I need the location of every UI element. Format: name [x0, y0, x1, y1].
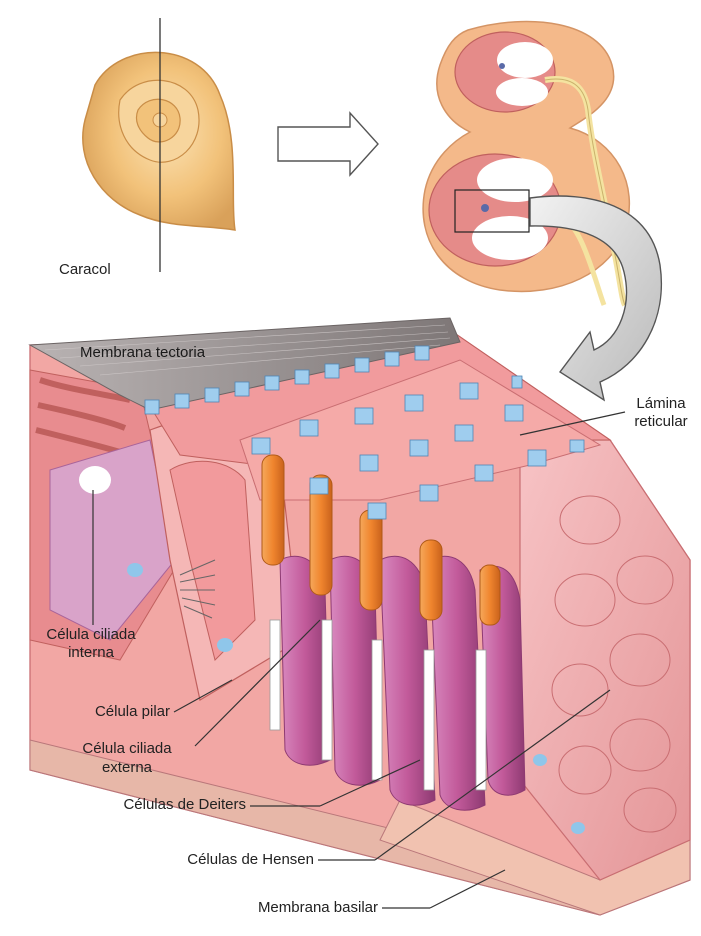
label-lamina-reticular-line1: Lámina	[628, 396, 694, 412]
label-caracol: Caracol	[59, 262, 111, 278]
caracol-illustration	[83, 52, 235, 230]
label-celula-ciliada-interna-line1: Célula ciliada	[16, 627, 166, 643]
cochlea-cross-section	[423, 21, 629, 305]
label-celula-pilar: Célula pilar	[20, 704, 170, 720]
label-lamina-reticular-line2: reticular	[623, 414, 699, 430]
label-celulas-deiters: Células de Deiters	[60, 797, 246, 813]
right-arrow-icon	[278, 113, 378, 175]
label-celula-ciliada-interna-line2: interna	[16, 645, 166, 661]
label-celulas-hensen: Células de Hensen	[120, 852, 314, 868]
label-membrana-basilar: Membrana basilar	[180, 900, 378, 916]
organ-of-corti	[30, 318, 690, 915]
label-celula-ciliada-externa-line2: externa	[52, 760, 202, 776]
label-membrana-tectoria: Membrana tectoria	[80, 345, 205, 361]
label-celula-ciliada-externa-line1: Célula ciliada	[52, 741, 202, 757]
zoom-arrow-icon	[530, 196, 661, 400]
